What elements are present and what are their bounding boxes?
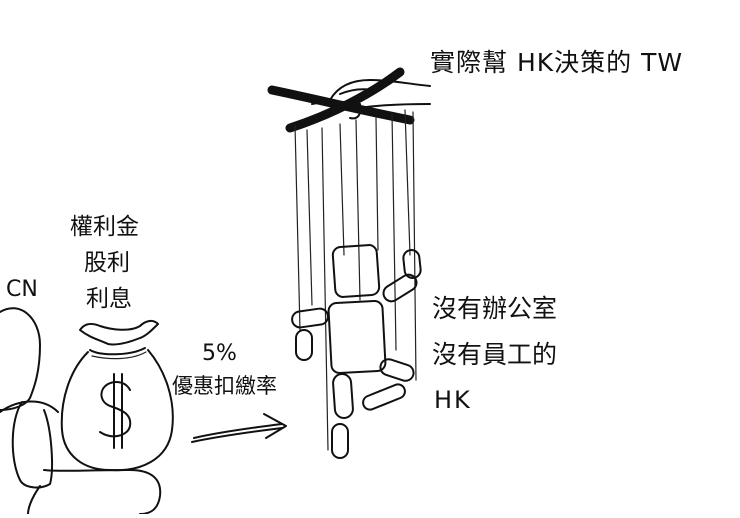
person-outline-icon (0, 307, 162, 515)
hk-no-staff-label: 沒有員工的 (432, 340, 558, 369)
marionette-icon (291, 244, 422, 459)
rate-label: 5% (202, 341, 237, 366)
money-bag-icon (60, 319, 174, 472)
hk-no-office-label: 沒有辦公室 (432, 294, 558, 323)
dividend-label: 股利 (84, 250, 130, 276)
tw-control-label: 實際幫 HK決策的 TW (430, 48, 684, 77)
dollar-sign-icon (99, 373, 132, 449)
interest-label: 利息 (86, 286, 132, 312)
right-arrow-icon (191, 413, 287, 443)
cn-label: CN (6, 277, 38, 302)
preferential-rate-label: 優惠扣繳率 (172, 374, 277, 398)
hk-label: HK (434, 386, 472, 414)
puppet-strings (294, 109, 417, 451)
royalty-label: 權利金 (70, 214, 139, 240)
controlling-hand-icon (267, 67, 431, 133)
